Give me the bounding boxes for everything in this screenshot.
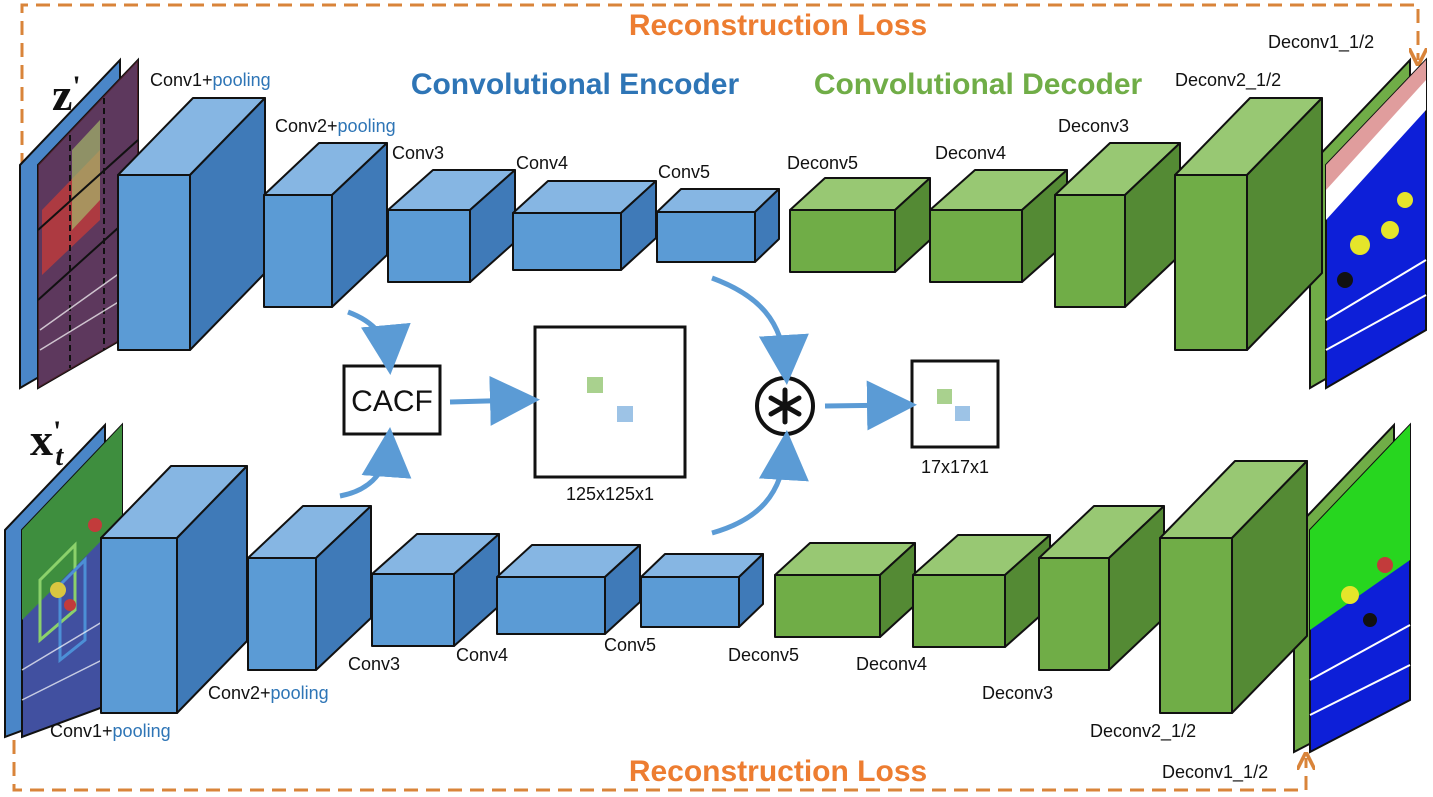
label-top-deconv2: Deconv2_1/2 (1175, 70, 1281, 91)
cube-bottom-deconv4 (912, 534, 1051, 648)
cube-top-conv4 (512, 180, 657, 271)
reconstruction-loss-bottom-loop (12, 740, 1306, 792)
encoder-title: Convolutional Encoder (411, 68, 740, 101)
label-top-conv1: Conv1+pooling (150, 70, 271, 90)
response-peak-green-large (587, 377, 603, 393)
response-peak-blue-small (955, 406, 970, 421)
cube-top-conv5 (656, 188, 780, 263)
label-bottom-deconv2: Deconv2_1/2 (1090, 721, 1196, 742)
label-top-conv4: Conv4 (516, 153, 568, 173)
output-image-top (1309, 57, 1427, 390)
decoder-title: Convolutional Decoder (814, 68, 1143, 101)
cube-bottom-conv5 (640, 553, 764, 628)
response-map-small (910, 359, 1000, 449)
label-bottom-conv4: Conv4 (456, 645, 508, 665)
label-bottom-deconv4: Deconv4 (856, 654, 927, 674)
cube-bottom-conv4 (496, 544, 641, 635)
label-top-deconv4: Deconv4 (935, 143, 1006, 163)
cube-bottom-deconv5 (774, 542, 916, 638)
output-image-bottom (1293, 422, 1411, 754)
cube-bottom-conv2 (247, 505, 372, 671)
svg-text:z': z' (52, 69, 81, 120)
cube-top-deconv2 (1174, 97, 1323, 351)
arrow-conv5-top-to-correlation (711, 275, 809, 385)
label-top-conv3: Conv3 (392, 143, 444, 163)
response-map-large (533, 325, 687, 479)
arrow-conv2-bottom-to-cacf (339, 427, 412, 499)
cube-top-deconv5 (789, 177, 931, 273)
cube-bottom-conv3 (371, 533, 500, 647)
label-bottom-conv2: Conv2+pooling (208, 683, 329, 703)
cube-top-conv3 (387, 169, 516, 283)
cube-bottom-deconv3 (1038, 505, 1165, 671)
cube-top-deconv4 (929, 169, 1068, 283)
label-top-conv5: Conv5 (658, 162, 710, 182)
arrow-conv2-top-to-cacf (347, 309, 411, 375)
reconstruction-loss-bottom-label: Reconstruction Loss (629, 755, 927, 788)
label-bottom-conv5: Conv5 (604, 635, 656, 655)
response-peak-blue-large (617, 406, 633, 422)
cube-bottom-conv1 (100, 465, 248, 714)
input-image-z (19, 57, 139, 390)
label-top-deconv3: Deconv3 (1058, 116, 1129, 136)
reconstruction-loss-top-loop (20, 3, 1418, 255)
label-bottom-deconv1: Deconv1_1/2 (1162, 762, 1268, 783)
svg-text:x't: x't (30, 414, 64, 472)
cube-top-conv2 (263, 142, 388, 308)
cube-bottom-deconv2 (1159, 460, 1308, 714)
arrow-correlation-to-output (824, 380, 917, 431)
label-top-deconv5: Deconv5 (787, 153, 858, 173)
correlation-operator-icon (755, 376, 815, 436)
reconstruction-loss-top-label: Reconstruction Loss (629, 9, 927, 42)
label-bottom-deconv3: Deconv3 (982, 683, 1053, 703)
label-bottom-conv1: Conv1+pooling (50, 721, 171, 741)
label-bottom-conv3: Conv3 (348, 654, 400, 674)
label-bottom-deconv5: Deconv5 (728, 645, 799, 665)
input-label-x: x't (30, 414, 64, 472)
response-map-large-label: 125x125x1 (566, 484, 654, 504)
cube-top-conv1 (117, 97, 266, 351)
response-map-small-label: 17x17x1 (921, 457, 989, 477)
input-label-z: z' (52, 69, 81, 120)
cube-top-deconv3 (1054, 142, 1181, 308)
cacf-label: CACF (351, 385, 433, 418)
arrow-cacf-to-response (449, 375, 540, 426)
label-top-deconv1: Deconv1_1/2 (1268, 32, 1374, 53)
arrow-conv5-bottom-to-correlation (711, 430, 809, 536)
response-peak-green-small (937, 389, 952, 404)
label-top-conv2: Conv2+pooling (275, 116, 396, 136)
